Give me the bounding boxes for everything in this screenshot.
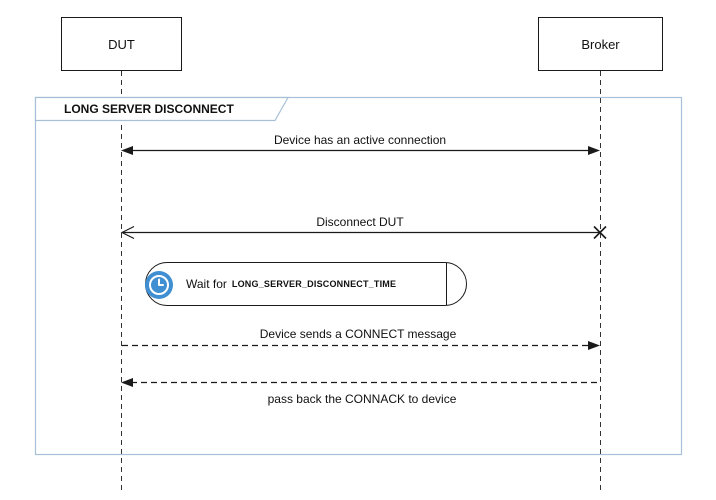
message-label-connack: pass back the CONNACK to device (264, 392, 460, 406)
participant-broker-label: Broker (581, 36, 620, 52)
message-label-disconnect-dut: Disconnect DUT (313, 215, 407, 229)
participant-dut: DUT (61, 17, 182, 71)
frame-border (34, 96, 683, 456)
message-arrow-connack (121, 378, 600, 387)
message-label-connect-message: Device sends a CONNECT message (256, 327, 460, 341)
message-arrow-active-connection (121, 146, 600, 155)
arrowhead-left-icon (121, 378, 133, 387)
frame-title: LONG SERVER DISCONNECT (64, 102, 234, 116)
wait-note-constant: LONG_SERVER_DISCONNECT_TIME (231, 279, 397, 289)
wait-note-prefix: Wait for (186, 277, 227, 291)
message-arrow-connect-message (122, 341, 600, 350)
arrowhead-left-icon (121, 146, 133, 155)
wait-note: Wait for LONG_SERVER_DISCONNECT_TIME (145, 262, 467, 306)
frame-title-tab (34, 96, 290, 122)
arrowhead-right-icon (588, 341, 600, 350)
participant-dut-label: DUT (108, 36, 135, 52)
arrowhead-right-icon (588, 146, 600, 155)
message-label-active-connection: Device has an active connection (270, 133, 450, 147)
wait-note-divider (446, 263, 447, 305)
open-arrowhead-icon (120, 225, 135, 240)
clock-icon (145, 271, 173, 299)
wait-note-text: Wait for LONG_SERVER_DISCONNECT_TIME (186, 263, 396, 305)
cross-marker-icon (593, 225, 607, 240)
participant-broker: Broker (538, 17, 663, 71)
message-arrow-disconnect-dut (120, 225, 607, 240)
